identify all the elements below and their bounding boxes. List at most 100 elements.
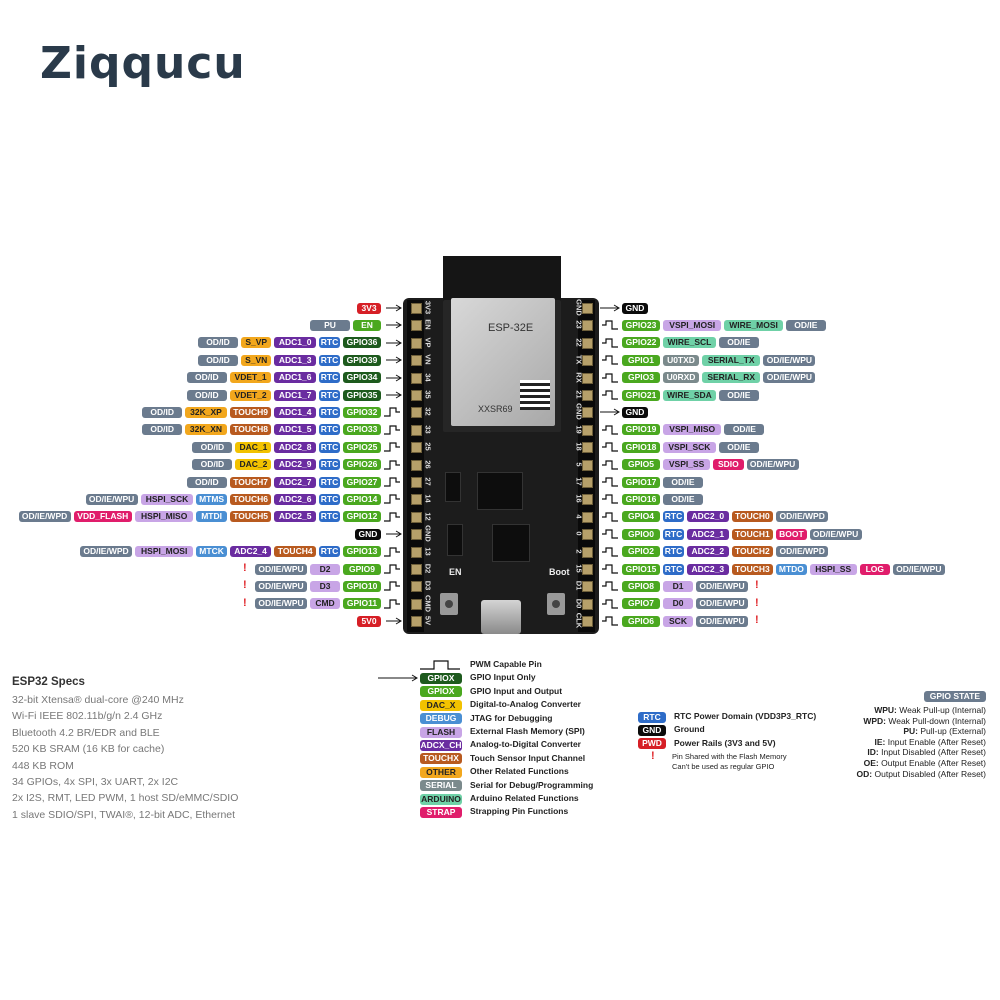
pin-tag: RTC <box>319 354 340 366</box>
pin-tag: ADC1_7 <box>274 389 316 401</box>
pin-tag: TOUCH3 <box>731 563 774 575</box>
pin-tag: GPIO27 <box>343 476 381 488</box>
pin-tag: PU <box>310 319 350 331</box>
pwm-icon <box>384 407 400 417</box>
legend-text: GPIO Input and Output <box>470 685 563 696</box>
en-button-label: EN <box>449 567 462 577</box>
pin-tag: ADC2_2 <box>687 546 729 558</box>
pin-tag: VSPI_MISO <box>663 424 722 436</box>
pin-tag: S_VP <box>241 337 272 349</box>
pin-tag: ADC2_9 <box>274 459 316 471</box>
module-code: XXSR69 <box>478 404 513 414</box>
flash-warning-icon: ! <box>755 579 759 592</box>
pin-tag: SDIO <box>713 459 744 471</box>
header-pin <box>582 581 593 593</box>
header-pin <box>411 372 422 384</box>
pin-tag: OD/ID <box>198 354 238 366</box>
pin-tag: OD/IE <box>718 441 759 453</box>
pin-tag: GPIO12 <box>343 511 381 523</box>
pin-tag: GPIO34 <box>343 372 381 384</box>
en-button[interactable] <box>440 593 458 615</box>
legend-tag: TOUCHX <box>420 753 462 765</box>
pin-tag: BOOT <box>776 528 807 540</box>
legend-tag: ARDUINO <box>420 793 462 805</box>
header-pin <box>582 320 593 332</box>
pwm-icon <box>384 599 400 609</box>
header-pin <box>411 442 422 454</box>
header-pin <box>582 424 593 436</box>
pin-tag: SERIAL_RX <box>702 372 761 384</box>
header-pin <box>582 529 593 541</box>
input-arrow-icon <box>386 530 402 538</box>
pin-tag: GND <box>622 302 648 314</box>
gpio-state-row: WPD: Weak Pull-down (Internal) <box>863 715 986 726</box>
legend-tag: GPIOX <box>420 672 462 684</box>
pin-tag: WIRE_MOSI <box>724 319 783 331</box>
brand-logo: Ziqqucu <box>40 38 246 89</box>
pin-tag: OD/IE <box>718 389 759 401</box>
pin-tag: ADC2_7 <box>274 476 316 488</box>
pin-tag: OD/ID <box>186 372 227 384</box>
pin-tag: D2 <box>310 563 340 575</box>
pin-tag: RTC <box>319 406 340 418</box>
header-pin <box>411 616 422 628</box>
qr-code <box>520 380 550 410</box>
pin-tag: HSPI_MISO <box>135 511 194 523</box>
pin-tag: GPIO33 <box>343 424 381 436</box>
pin-tag: OD/ID <box>192 459 233 471</box>
pin-tag: OD/IE/WPU <box>85 493 138 505</box>
pwm-icon <box>384 459 400 470</box>
pin-tag: ADC1_6 <box>274 372 316 384</box>
pin-tag: OD/IE/WPU <box>255 563 307 575</box>
pin-tag: GPIO23 <box>622 319 660 331</box>
pin-tag: RTC <box>663 511 684 523</box>
pin-tag: GPIO26 <box>343 459 381 471</box>
pin-tag: TOUCH1 <box>731 528 774 540</box>
gpio-state-row: OE: Output Enable (After Reset) <box>863 757 986 768</box>
pin-tag: RTC <box>319 493 340 505</box>
pin-tag: GND <box>355 528 381 540</box>
pin-tag: OD/ID <box>186 389 227 401</box>
header-pin <box>411 407 422 419</box>
pin-tag: TOUCH8 <box>229 424 272 436</box>
header-pin <box>582 477 593 488</box>
boot-button[interactable] <box>547 593 565 615</box>
pwm-icon <box>602 477 618 487</box>
pwm-icon <box>384 442 400 452</box>
pin-tag: RTC <box>319 389 340 401</box>
pin-tag: RTC <box>663 528 684 540</box>
header-pin <box>411 390 422 401</box>
pin-tag: CMD <box>310 598 340 610</box>
legend-text: JTAG for Debugging <box>470 712 553 723</box>
pin-tag: GPIO21 <box>622 389 660 401</box>
pin-tag: VDET_2 <box>229 389 272 401</box>
pin-tag: GPIO11 <box>343 598 381 610</box>
input-arrow-icon <box>386 617 402 625</box>
pin-tag: VSPI_SCK <box>663 441 716 453</box>
header-pin <box>411 564 422 575</box>
legend-tag: ADCX_CH <box>420 739 462 751</box>
legend-text: Other Related Functions <box>470 766 569 777</box>
header-pin <box>411 598 422 610</box>
pin-tag: ADC2_6 <box>274 493 316 505</box>
header-pin <box>582 337 593 349</box>
gpio-state-row: WPU: Weak Pull-up (Internal) <box>874 705 986 715</box>
pin-tag: MTDI <box>196 511 227 523</box>
legend-tag: GPIOX <box>420 686 462 698</box>
micro-usb-port <box>481 600 521 634</box>
gpio-state-title: GPIO STATE <box>923 691 986 702</box>
pin-tag: GPIO35 <box>343 389 381 401</box>
pin-tag: OD/IE <box>785 319 826 331</box>
pin-tag: SCK <box>663 615 693 627</box>
header-pin <box>411 581 422 593</box>
regulator-chip <box>477 472 523 510</box>
pin-tag: RTC <box>663 546 684 558</box>
legend-text: Strapping Pin Functions <box>470 806 569 817</box>
pin-tag: ADC2_0 <box>687 511 729 523</box>
pin-tag: D3 <box>310 580 340 592</box>
pin-tag: OD/IE <box>718 337 759 349</box>
header-pin <box>582 598 593 610</box>
pin-tag: GPIO1 <box>622 354 660 366</box>
legend-text: RTC Power Domain (VDD3P3_RTC) <box>674 711 817 721</box>
pin-tag: GPIO25 <box>343 441 381 453</box>
